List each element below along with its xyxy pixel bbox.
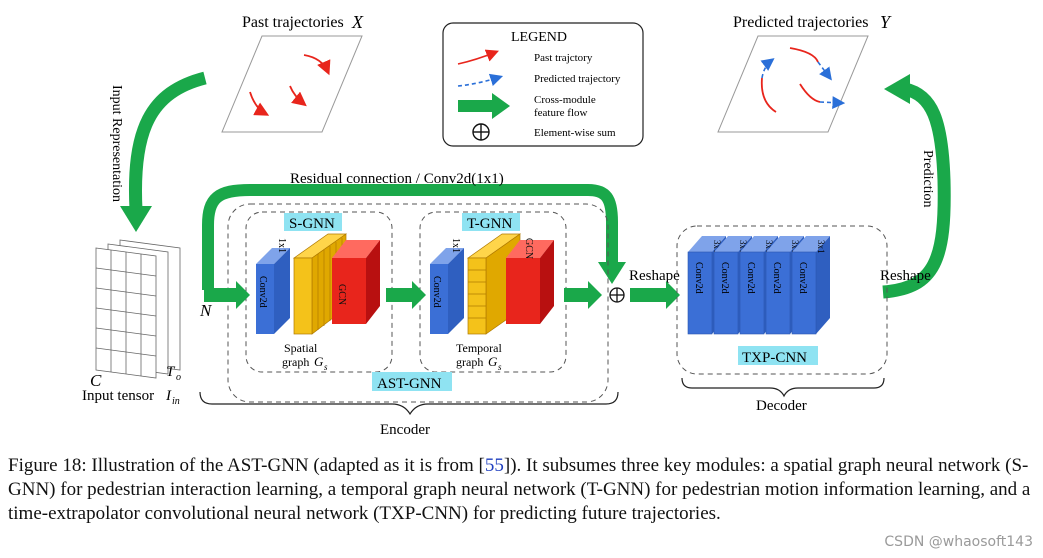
flow-arrow	[630, 281, 680, 309]
gcn-label: GCN	[336, 284, 347, 305]
conv2d-label: Conv2d	[257, 276, 268, 308]
legend-item-label: Element-wise sum	[534, 127, 616, 139]
prediction-arrow: Prediction	[882, 74, 951, 299]
legend-item-label: feature flow	[534, 107, 587, 119]
conv2d-block: Conv2d 1x1	[256, 238, 290, 334]
legend-title: LEGEND	[511, 30, 567, 45]
flow-arrow	[204, 281, 250, 309]
input-tensor-label: Input tensor	[82, 388, 154, 404]
past-title: Past trajectories	[242, 14, 344, 31]
ast-gnn-label: AST-GNN	[377, 376, 442, 392]
encoder-brace	[199, 391, 619, 416]
residual-label: Residual connection / Conv2d(1x1)	[290, 171, 504, 187]
legend-item-label: Cross-module	[534, 94, 596, 106]
figure-caption: Figure 18: Illustration of the AST-GNN (…	[8, 454, 1036, 526]
past-symbol: X	[351, 12, 364, 32]
conv2d-label: Conv2d	[745, 262, 756, 294]
predicted-trajectory-curve	[819, 96, 846, 109]
predicted-trajectories-panel: Predicted trajectories Y	[717, 12, 892, 133]
legend: LEGEND Past trajctory Predicted trajecto…	[442, 22, 644, 147]
input-representation-label: Input Representation	[109, 85, 124, 202]
txp-conv2d-block: Conv2d 3x1	[791, 236, 830, 335]
temporal-graph-symbol: G	[488, 354, 498, 369]
input-tensor-sub: in	[172, 396, 180, 407]
c-label: C	[90, 371, 102, 390]
encoder-label: Encoder	[380, 422, 430, 438]
conv2d-label: Conv2d	[797, 262, 808, 294]
legend-item-label: Predicted trajectory	[534, 73, 621, 85]
legend-item-label: Past trajctory	[534, 52, 593, 64]
txp-cnn-box	[676, 225, 888, 375]
past-trajectory-curve	[303, 54, 331, 76]
temporal-graph-label: Temporal	[456, 341, 502, 355]
gcn-label: GCN	[523, 238, 534, 259]
spatial-graph-symbol: G	[314, 354, 324, 369]
temporal-graph-label: graph	[456, 355, 483, 369]
decoder-label: Decoder	[756, 398, 807, 414]
predicted-plane	[717, 35, 869, 133]
predicted-trajectory-curve	[760, 58, 775, 79]
residual-arrow: Residual connection / Conv2d(1x1)	[202, 171, 626, 290]
one-by-one-label: 1x1	[450, 238, 461, 253]
spatial-graph-label: graph	[282, 355, 309, 369]
input-tensor	[95, 239, 181, 379]
conv2d-label: Conv2d	[719, 262, 730, 294]
n-label: N	[199, 301, 213, 320]
past-trajectory-curve	[289, 85, 307, 107]
input-tensor-symbol: I	[165, 388, 172, 404]
spatial-graph-sub: s	[324, 362, 328, 372]
past-trajectory-curve	[760, 77, 777, 113]
flow-arrow	[386, 281, 426, 309]
past-trajectory-curve	[799, 83, 821, 103]
t-gnn-label: T-GNN	[467, 216, 512, 232]
conv2d-label: Conv2d	[431, 276, 442, 308]
green-thick-arrow-icon	[458, 93, 510, 119]
three-by-one-label: 3x1	[790, 240, 800, 254]
caption-text: Figure 18: Illustration of the AST-GNN (…	[8, 455, 485, 476]
ast-gnn-tag	[372, 372, 452, 391]
input-representation-arrow: Input Representation	[109, 71, 207, 232]
conv2d-label: Conv2d	[693, 262, 704, 294]
three-by-one-label: 3x1	[816, 240, 826, 254]
watermark: CSDN @whaosoft143	[884, 534, 1033, 550]
three-by-one-label: 3x1	[712, 240, 722, 254]
past-trajectories-panel: Past trajectories X	[221, 12, 364, 133]
past-plane	[221, 35, 363, 133]
predicted-trajectory-curve	[817, 61, 832, 81]
caption-text: ]). It subsumes three key modules: a spa…	[8, 455, 1031, 524]
red-curve-arrow-icon	[457, 49, 499, 65]
gcn-block: GCN	[332, 240, 380, 324]
reshape-label: Reshape	[880, 268, 931, 284]
t-sub: o	[176, 372, 181, 383]
three-by-one-label: 3x1	[764, 240, 774, 254]
past-trajectory-curve	[789, 47, 819, 63]
txp-cnn-tag	[738, 346, 818, 365]
predicted-title: Predicted trajectories	[733, 14, 869, 31]
s-gnn-label: S-GNN	[289, 216, 335, 232]
reshape-label: Reshape	[629, 268, 680, 284]
citation-link[interactable]: 55	[484, 455, 504, 476]
gcn-block: GCN	[506, 238, 554, 324]
decoder-brace	[681, 377, 885, 398]
t-gnn-tag	[462, 213, 520, 231]
prediction-label: Prediction	[920, 150, 935, 208]
t-label: T	[166, 364, 176, 380]
spatial-graph-label: Spatial	[284, 341, 318, 355]
past-trajectory-curve	[249, 91, 270, 116]
temporal-graph-sub: s	[498, 362, 502, 372]
conv2d-block: Conv2d 1x1	[430, 238, 464, 334]
three-by-one-label: 3x1	[738, 240, 748, 254]
conv2d-label: Conv2d	[771, 262, 782, 294]
flow-arrow	[564, 281, 602, 309]
txp-cnn-stack: Conv2d3x1Conv2d3x1Conv2d3x1Conv2d3x1Conv…	[687, 236, 830, 335]
s-gnn-tag	[284, 213, 342, 231]
one-by-one-label: 1x1	[276, 238, 287, 253]
ast-gnn-figure: Past trajectories X LEGEND Past trajctor…	[82, 12, 951, 438]
predicted-symbol: Y	[880, 12, 892, 32]
txp-cnn-label: TXP-CNN	[742, 350, 807, 366]
blue-dashed-arrow-icon	[457, 73, 504, 87]
